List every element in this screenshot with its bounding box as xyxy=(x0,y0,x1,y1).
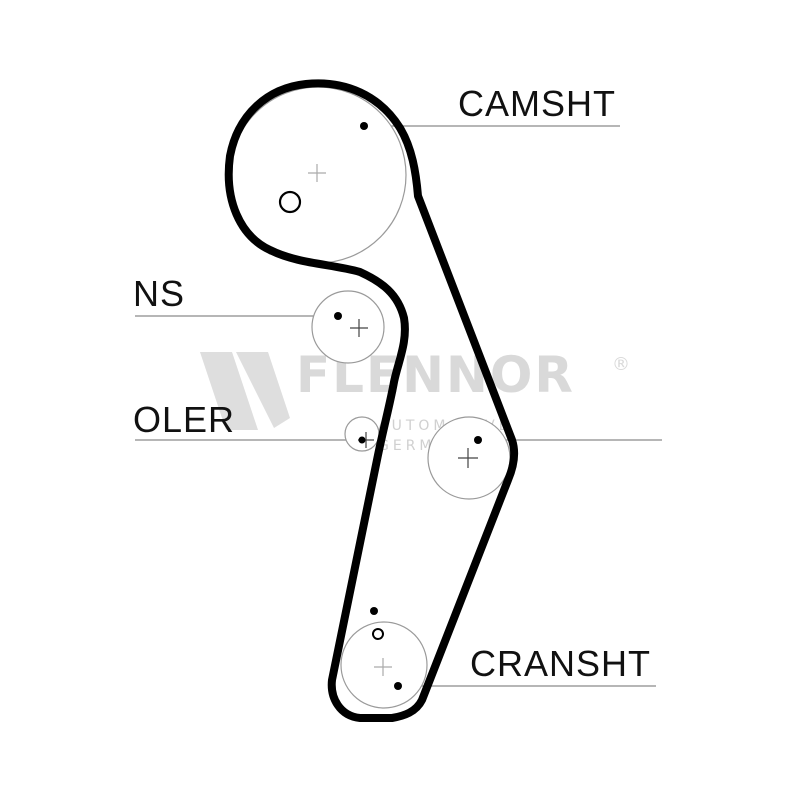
idler-pulley xyxy=(344,416,380,452)
crankshaft-center-icon xyxy=(374,658,392,676)
water-pump-leader-dot xyxy=(474,436,482,444)
camshaft-label: CAMSHT xyxy=(458,83,616,124)
crankshaft-pulley xyxy=(340,621,428,709)
crankshaft-reference-dot xyxy=(370,607,378,615)
tensioner-label: NS xyxy=(133,273,185,314)
crankshaft-leader-dot xyxy=(394,682,402,690)
timing-belt xyxy=(224,79,519,722)
idler-leader-dot xyxy=(358,436,366,444)
camshaft-center-icon xyxy=(308,164,326,182)
camshaft-timing-mark-icon xyxy=(278,190,302,214)
tensioner-leader-dot xyxy=(334,312,342,320)
flennor-logo-icon xyxy=(200,352,258,430)
crankshaft-label: CRANSHT xyxy=(470,643,651,684)
flennor-watermark: FLENNOR ® AUTOMOTIVE GERMANY xyxy=(200,346,630,454)
water-pump-center-icon xyxy=(458,448,478,468)
tensioner-pulley xyxy=(311,290,385,364)
watermark-registered: ® xyxy=(612,354,630,375)
crankshaft-timing-mark-icon xyxy=(372,628,384,640)
idler-label: OLER xyxy=(133,399,235,440)
camshaft-leader-dot xyxy=(360,122,368,130)
flennor-logo-icon-stroke2 xyxy=(236,352,290,428)
tensioner-center-icon xyxy=(350,319,368,337)
